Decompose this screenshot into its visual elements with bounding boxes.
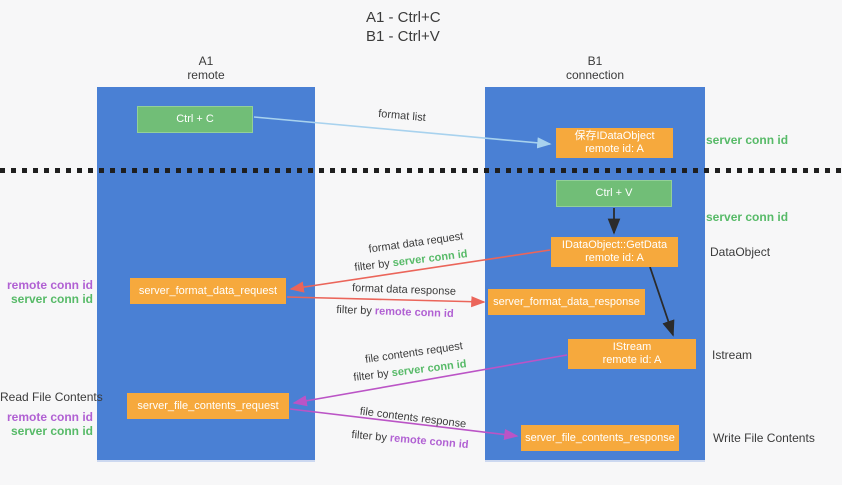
label-format-conn-ids: remote conn id server conn id: [0, 278, 93, 306]
label-read-file-contents: Read File Contents: [0, 390, 103, 404]
label-format-list: format list: [377, 107, 427, 125]
node-ctrl-c: Ctrl + C: [137, 106, 253, 133]
filter-prefix: filter by: [336, 303, 376, 318]
dotted-divider: [0, 168, 842, 173]
node-save-dataobject-line1: 保存IDataObject: [574, 130, 655, 142]
title-line-1: A1 - Ctrl+C: [366, 9, 441, 26]
label-filter-by-remote-2: filter by remote conn id: [351, 429, 469, 451]
node-server-file-contents-request: server_file_contents_request: [127, 393, 289, 419]
filter-value-server-conn-id: server conn id: [392, 248, 469, 270]
lifeline-a1-name: A1: [198, 54, 214, 68]
node-getdata: IDataObject::GetData remote id: A: [551, 237, 678, 267]
label-server-conn-id-mid: server conn id: [706, 210, 789, 224]
label-remote-conn-id-format: remote conn id: [6, 278, 93, 292]
node-getdata-line1: IDataObject::GetData: [561, 239, 668, 251]
label-file-conn-ids: remote conn id server conn id: [0, 410, 93, 438]
label-write-file-contents: Write File Contents: [713, 431, 815, 445]
node-save-dataobject-line2: remote id: A: [585, 143, 644, 155]
node-istream: IStream remote id: A: [568, 339, 696, 369]
label-dataobject: DataObject: [710, 245, 771, 259]
node-save-dataobject: 保存IDataObject remote id: A: [556, 128, 673, 158]
label-filter-by-remote-1: filter by remote conn id: [336, 304, 454, 320]
node-istream-line2: remote id: A: [602, 354, 662, 366]
node-file-response-label: server_file_contents_response: [525, 431, 675, 444]
label-server-conn-id-top: server conn id: [706, 133, 789, 147]
node-server-file-contents-response: server_file_contents_response: [521, 425, 679, 451]
filter-value-remote-conn-id: remote conn id: [389, 432, 469, 452]
label-remote-conn-id-file: remote conn id: [6, 410, 93, 424]
node-istream-line1: IStream: [612, 341, 652, 353]
lifeline-a1-header: A1 remote: [97, 54, 315, 82]
lifeline-a1-subtitle: remote: [187, 68, 225, 82]
title-line-2: B1 - Ctrl+V: [366, 28, 440, 45]
label-istream: Istream: [712, 348, 753, 362]
filter-prefix: filter by: [351, 428, 391, 445]
filter-value-server-conn-id: server conn id: [391, 358, 468, 380]
lifeline-b1-name: B1: [587, 54, 603, 68]
diagram-title: A1 - Ctrl+C B1 - Ctrl+V: [366, 8, 441, 46]
node-ctrl-v: Ctrl + V: [556, 180, 672, 207]
node-getdata-line2: remote id: A: [585, 252, 644, 264]
filter-prefix: filter by: [353, 257, 394, 274]
node-server-format-data-request: server_format_data_request: [130, 278, 286, 304]
node-ctrl-v-label: Ctrl + V: [595, 187, 633, 199]
lifeline-b1-subtitle: connection: [565, 68, 625, 82]
label-file-contents-response: file contents response: [359, 405, 467, 431]
label-server-conn-id-file: server conn id: [10, 424, 93, 438]
filter-prefix: filter by: [352, 367, 393, 384]
lifeline-b1-header: B1 connection: [485, 54, 705, 82]
filter-value-remote-conn-id: remote conn id: [374, 305, 454, 321]
node-ctrl-c-label: Ctrl + C: [176, 113, 214, 125]
node-file-request-label: server_file_contents_request: [137, 399, 279, 412]
node-server-format-data-response: server_format_data_response: [488, 289, 645, 315]
label-format-data-response: format data response: [351, 282, 457, 298]
node-format-response-label: server_format_data_response: [493, 295, 640, 308]
label-server-conn-id-format: server conn id: [10, 292, 93, 306]
node-format-request-label: server_format_data_request: [138, 284, 278, 297]
